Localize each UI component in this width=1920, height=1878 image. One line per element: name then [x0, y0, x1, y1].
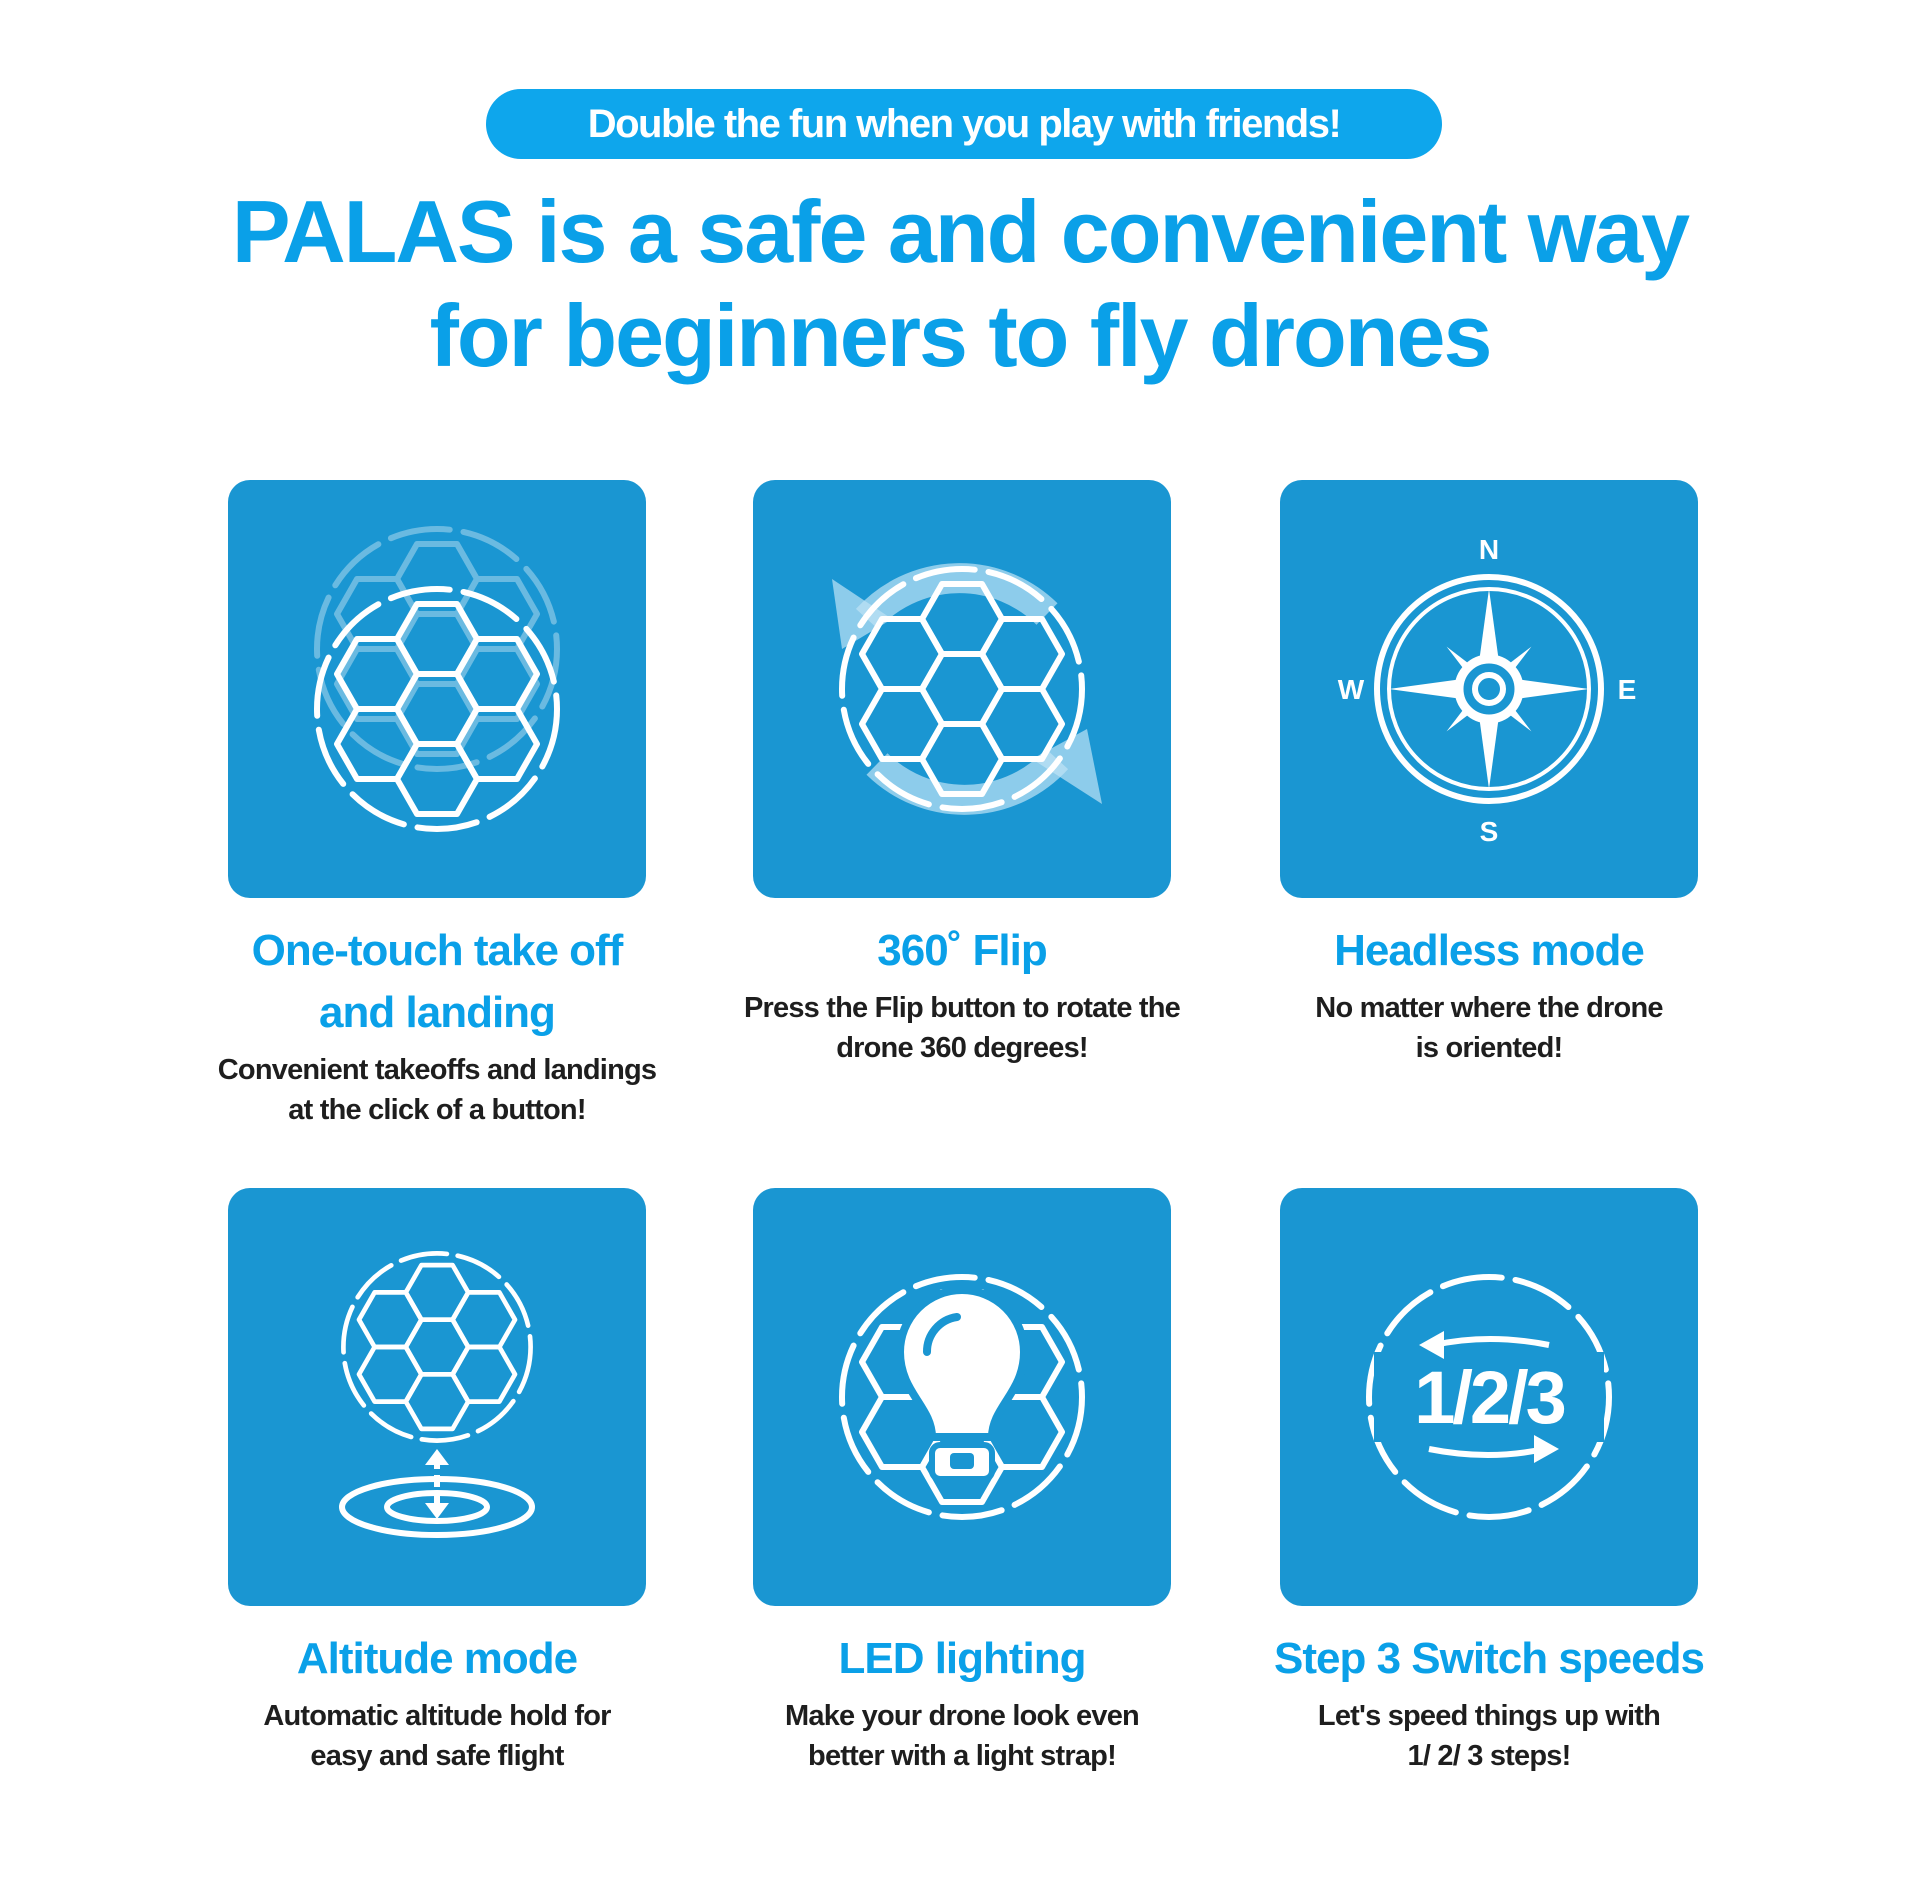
feature-altitude: Altitude mode Automatic altitude hold fo…	[228, 1188, 646, 1776]
speed-steps-icon: 1/2/3	[1280, 1188, 1698, 1606]
feature-headless: N S E W Headless mode No matter where th…	[1280, 480, 1698, 1068]
altitude-hold-icon	[228, 1188, 646, 1606]
title-line-1: PALAS is a safe and convenient way	[231, 182, 1690, 281]
feature-title: 360˚ Flip	[877, 926, 1048, 975]
feature-title: Headless mode	[1334, 926, 1645, 975]
banner-pill: Double the fun when you play with friend…	[486, 89, 1442, 159]
feature-title: Step 3 Switch speeds	[1274, 1634, 1705, 1683]
compass-n: N	[1479, 534, 1499, 565]
page-title: PALAS is a safe and convenient way for b…	[0, 180, 1920, 388]
flip-rotate-icon	[753, 480, 1171, 898]
compass-e: E	[1618, 674, 1637, 705]
takeoff-landing-ball-icon	[228, 480, 646, 898]
feature-title: LED lighting	[838, 1634, 1086, 1683]
feature-speeds: 1/2/3 Step 3 Switch speeds Let's speed t…	[1274, 1188, 1705, 1776]
title-line-2: for beginners to fly drones	[429, 286, 1493, 385]
compass-icon: N S E W	[1280, 480, 1698, 898]
compass-w: W	[1338, 674, 1365, 705]
compass-s: S	[1480, 816, 1499, 847]
feature-flip: 360˚ Flip Press the Flip button to rotat…	[744, 480, 1181, 1068]
light-bulb-icon	[753, 1188, 1171, 1606]
feature-title: Altitude mode	[296, 1634, 578, 1683]
speed-steps-text: 1/2/3	[1414, 1356, 1564, 1439]
